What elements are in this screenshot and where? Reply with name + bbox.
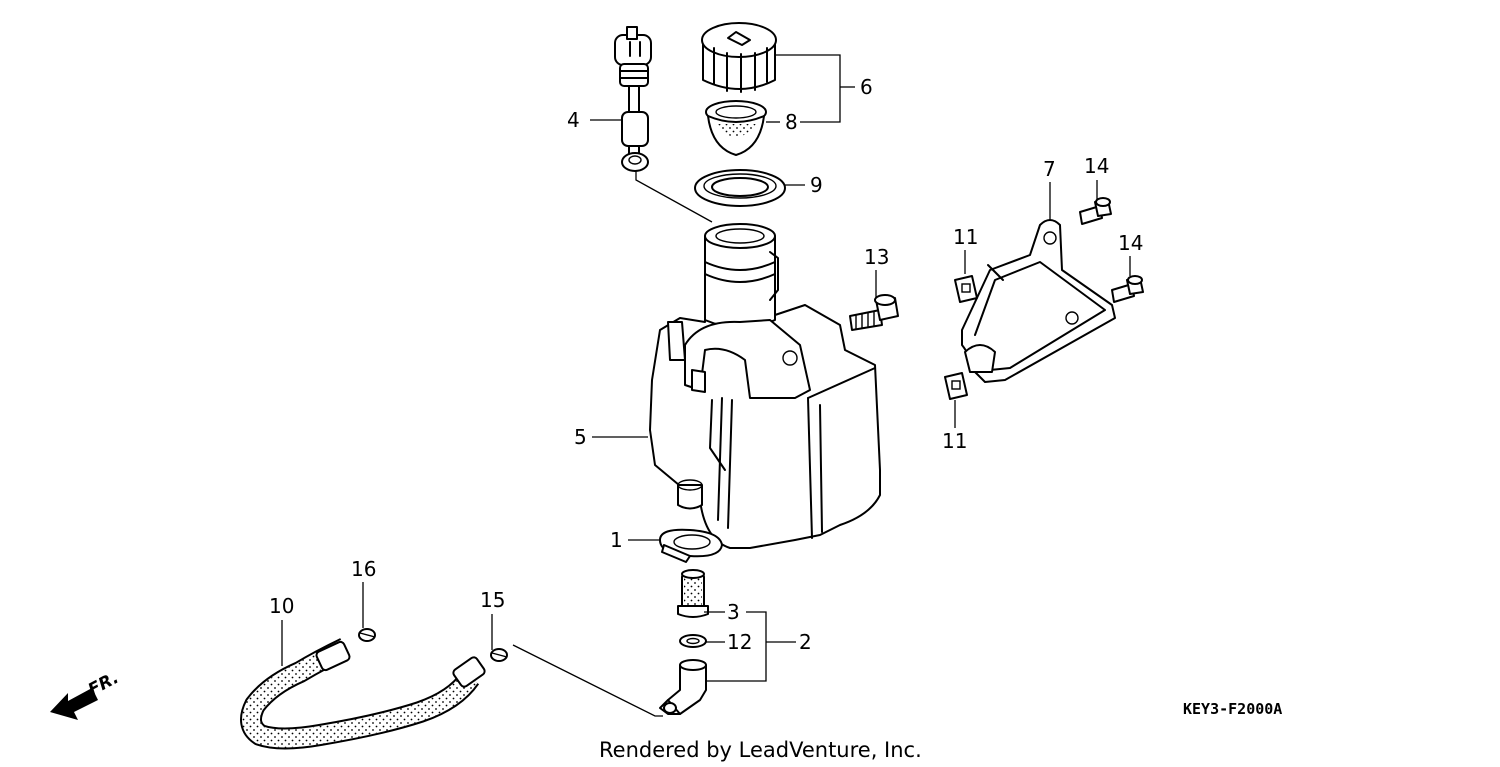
callout-11-bottom: 11	[942, 429, 967, 453]
callout-9: 9	[810, 173, 823, 197]
oil-filter-part-3	[677, 569, 709, 618]
callout-11-top: 11	[953, 225, 978, 249]
callout-4: 4	[567, 108, 580, 132]
callout-6: 6	[860, 75, 873, 99]
callout-leaders	[281, 54, 1131, 682]
bolt-14a	[1079, 197, 1112, 225]
callout-16: 16	[351, 557, 376, 581]
clip-nut-11b	[944, 372, 968, 400]
callout-5: 5	[574, 425, 587, 449]
callout-14-right: 14	[1118, 231, 1143, 255]
oil-tank-part	[649, 223, 881, 549]
callout-13: 13	[864, 245, 889, 269]
callout-14-top: 14	[1084, 154, 1109, 178]
tank-bracket-part	[961, 219, 1116, 383]
diagram-code: KEY3-F2000A	[1183, 700, 1282, 718]
callout-15: 15	[480, 588, 505, 612]
gasket-part	[694, 169, 786, 207]
washer-part-12	[679, 634, 707, 648]
hose-clip-15	[490, 648, 508, 662]
callout-3: 3	[727, 600, 740, 624]
bolt-14b	[1111, 275, 1144, 303]
callout-1: 1	[610, 528, 623, 552]
hose-clamp-part-1	[659, 528, 723, 563]
footer-credit: Rendered by LeadVenture, Inc.	[599, 738, 922, 762]
callout-2: 2	[799, 630, 812, 654]
oil-strainer-part	[705, 100, 767, 156]
callout-12: 12	[727, 630, 752, 654]
callout-8: 8	[785, 110, 798, 134]
oil-level-gauge-part	[614, 26, 652, 172]
clip-nut-11a	[954, 275, 978, 303]
joint-part-2	[659, 659, 707, 715]
filler-cap-part	[701, 22, 777, 93]
callout-10: 10	[269, 594, 294, 618]
flange-bolt-13	[849, 294, 899, 331]
callout-7: 7	[1043, 157, 1056, 181]
oil-hose-part-10	[240, 638, 486, 750]
front-direction-arrow: FR.	[50, 668, 122, 720]
hose-clip-16	[358, 628, 376, 642]
